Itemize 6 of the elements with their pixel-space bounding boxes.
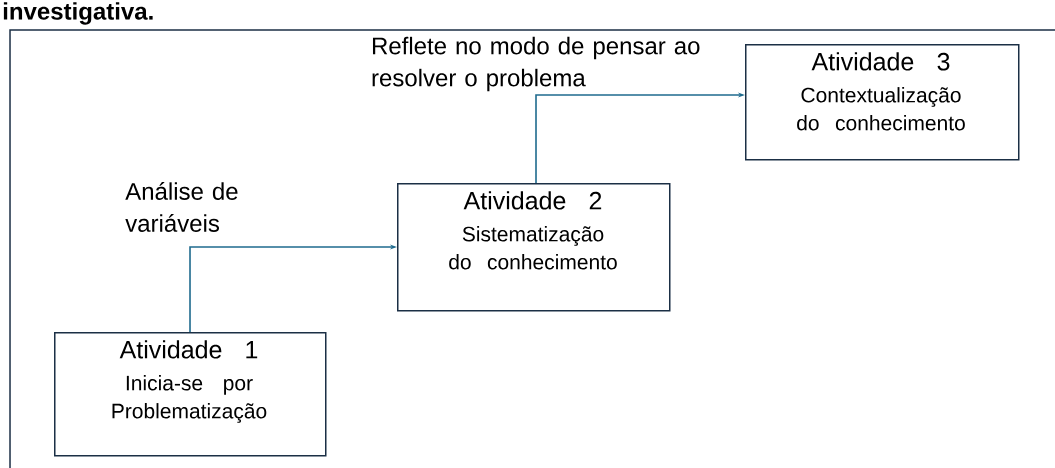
activity-box: Atividade 3 Contextualização do conhecimento	[745, 44, 1020, 161]
title: investigativa.	[3, 2, 153, 25]
activity-box: Atividade 2 Sistematização do conhecimento	[397, 183, 671, 312]
activity-box: Atividade 1 Inicia-se por Problematização	[54, 332, 327, 457]
edge-label: Reflete no modo de pensar ao resolver o problema	[372, 36, 700, 92]
edge-label: Análise de variáveis	[125, 182, 238, 232]
